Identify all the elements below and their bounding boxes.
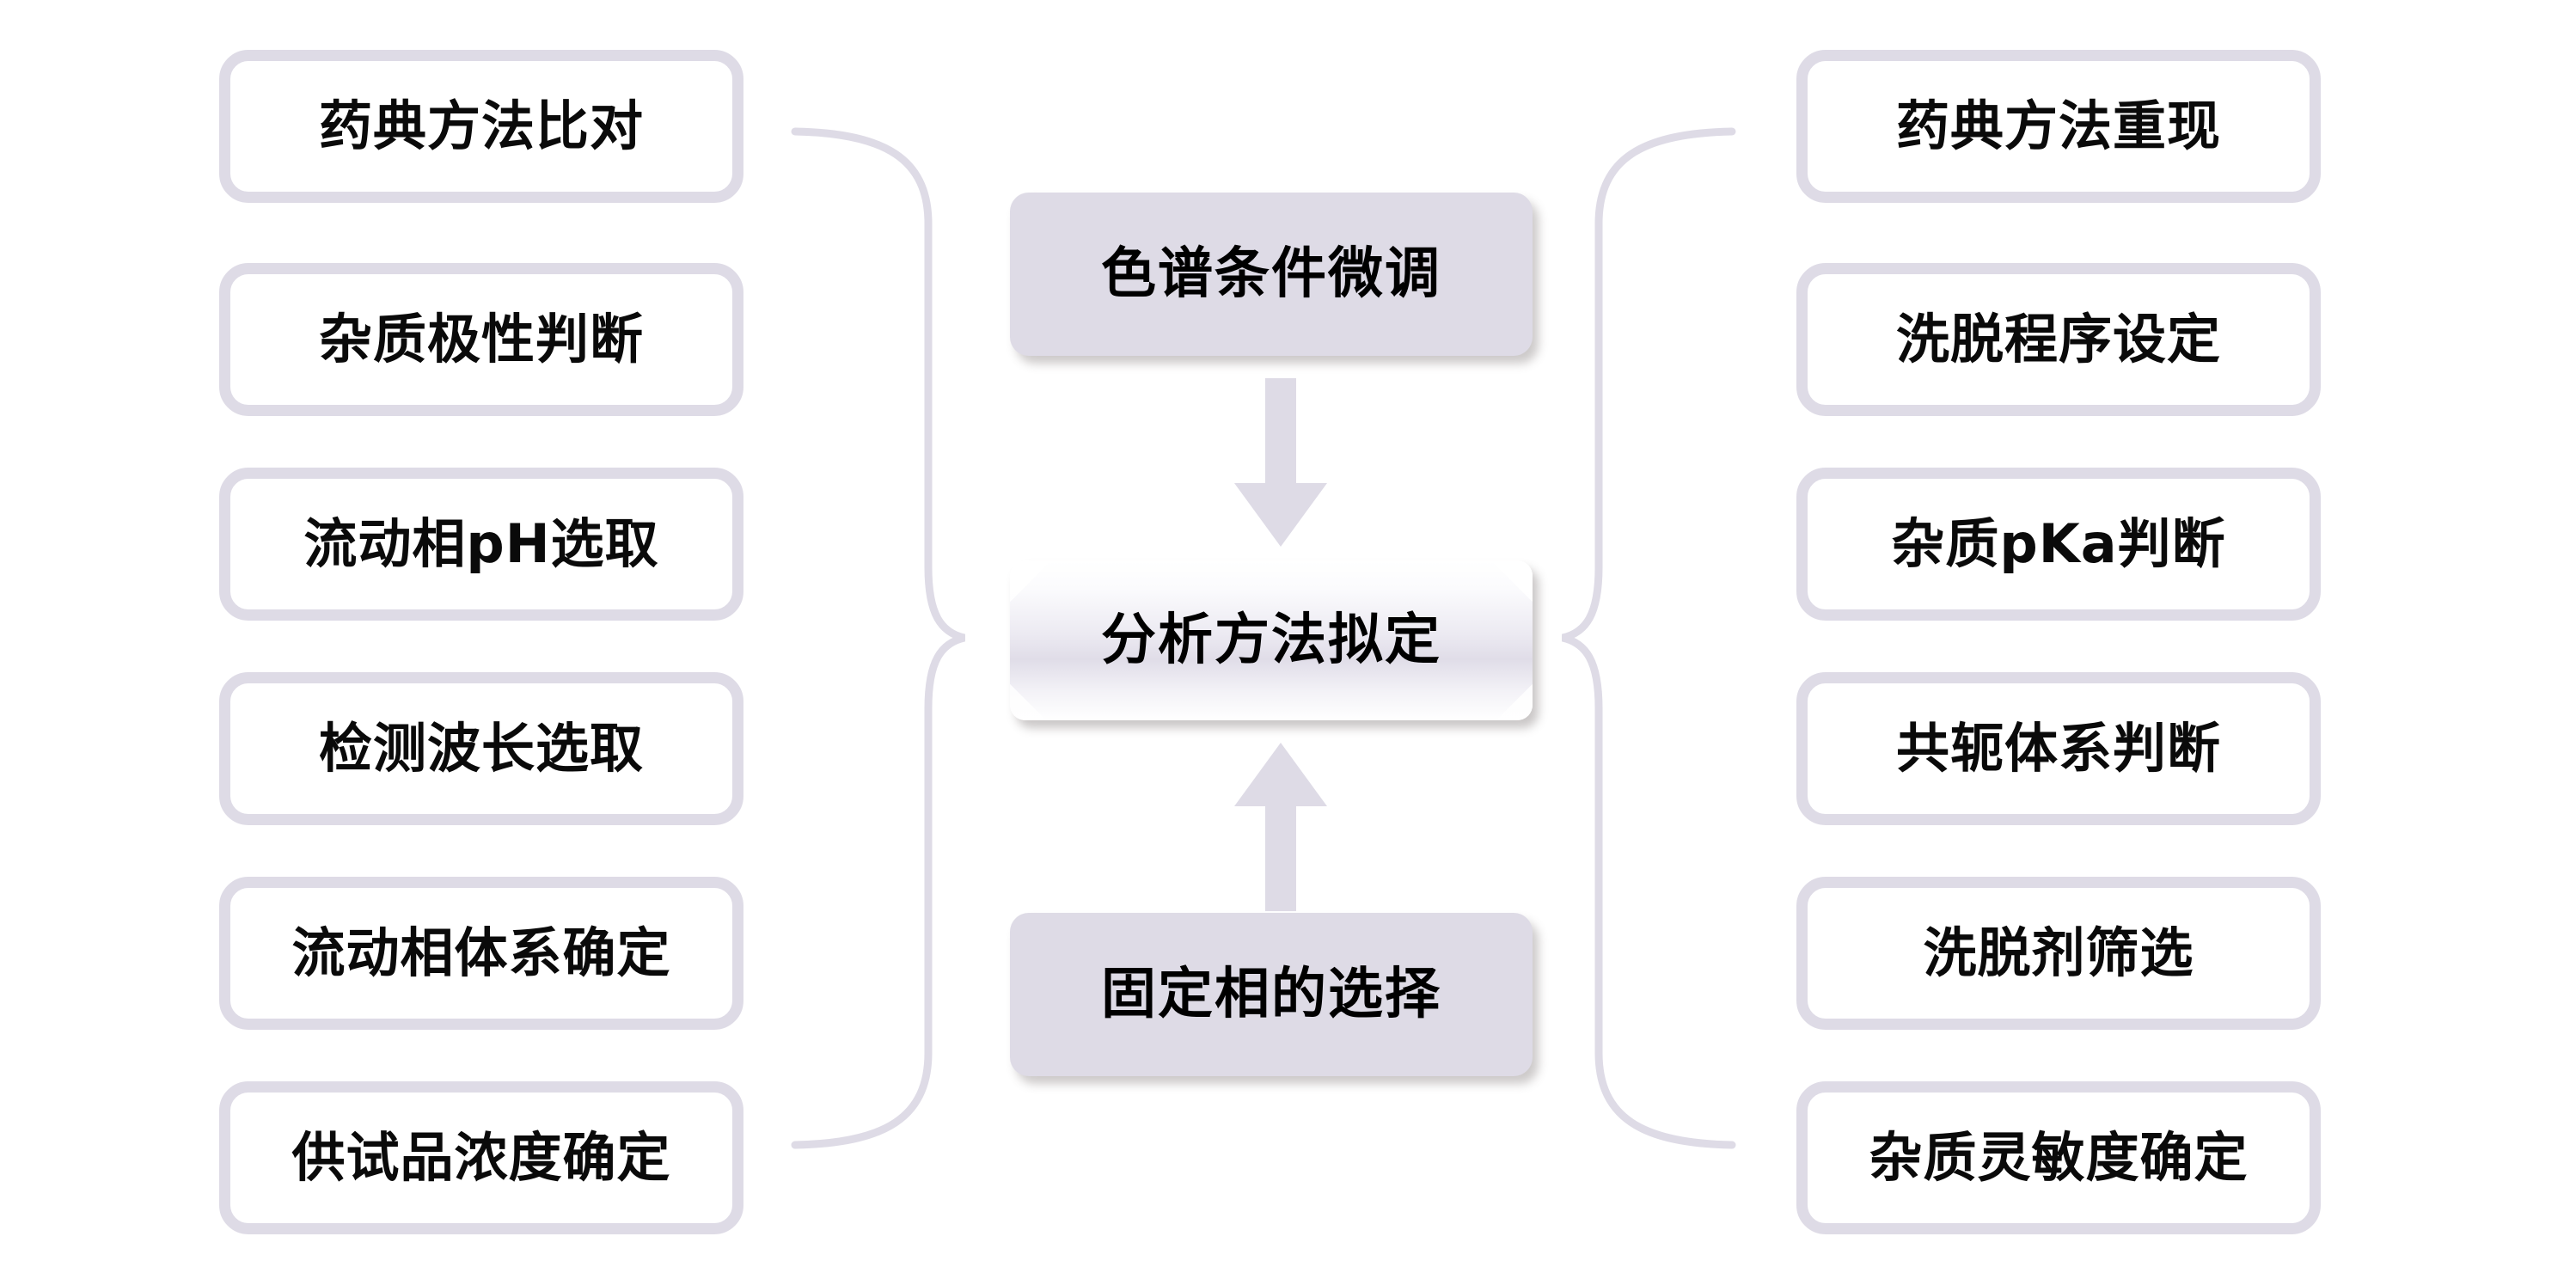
center-box-top[interactable]: 色谱条件微调 <box>1010 193 1533 356</box>
right-item-4-label: 洗脱剂筛选 <box>1923 921 2194 984</box>
left-item-2-label: 流动相pH选取 <box>303 512 659 575</box>
left-item-0[interactable]: 药典方法比对 <box>219 50 743 203</box>
left-item-3[interactable]: 检测波长选取 <box>219 672 743 825</box>
center-box-main-label: 分析方法拟定 <box>1101 609 1441 672</box>
arrow-up-icon <box>1234 743 1327 911</box>
right-item-2-label: 杂质pKa判断 <box>1891 512 2226 575</box>
left-item-1[interactable]: 杂质极性判断 <box>219 263 743 416</box>
right-item-3[interactable]: 共轭体系判断 <box>1796 672 2321 825</box>
left-item-0-label: 药典方法比对 <box>318 95 644 157</box>
left-item-5-label: 供试品浓度确定 <box>291 1126 671 1189</box>
left-item-2[interactable]: 流动相pH选取 <box>219 468 743 621</box>
right-item-0-label: 药典方法重现 <box>1895 95 2221 157</box>
right-item-1[interactable]: 洗脱程序设定 <box>1796 263 2321 416</box>
right-item-0[interactable]: 药典方法重现 <box>1796 50 2321 203</box>
center-box-main[interactable]: 分析方法拟定 <box>1010 560 1533 720</box>
center-box-bottom-label: 固定相的选择 <box>1101 963 1441 1026</box>
left-item-5[interactable]: 供试品浓度确定 <box>219 1081 743 1234</box>
right-item-2[interactable]: 杂质pKa判断 <box>1796 468 2321 621</box>
right-item-3-label: 共轭体系判断 <box>1895 717 2221 780</box>
center-box-bottom[interactable]: 固定相的选择 <box>1010 913 1533 1076</box>
left-item-3-label: 检测波长选取 <box>318 717 644 780</box>
right-item-5[interactable]: 杂质灵敏度确定 <box>1796 1081 2321 1234</box>
left-item-4-label: 流动相体系确定 <box>291 921 671 984</box>
right-item-1-label: 洗脱程序设定 <box>1895 308 2221 370</box>
left-item-1-label: 杂质极性判断 <box>318 308 644 370</box>
right-item-5-label: 杂质灵敏度确定 <box>1869 1126 2249 1189</box>
right-item-4[interactable]: 洗脱剂筛选 <box>1796 877 2321 1030</box>
left-item-4[interactable]: 流动相体系确定 <box>219 877 743 1030</box>
arrow-down-icon <box>1234 378 1327 547</box>
center-box-top-label: 色谱条件微调 <box>1101 242 1441 306</box>
